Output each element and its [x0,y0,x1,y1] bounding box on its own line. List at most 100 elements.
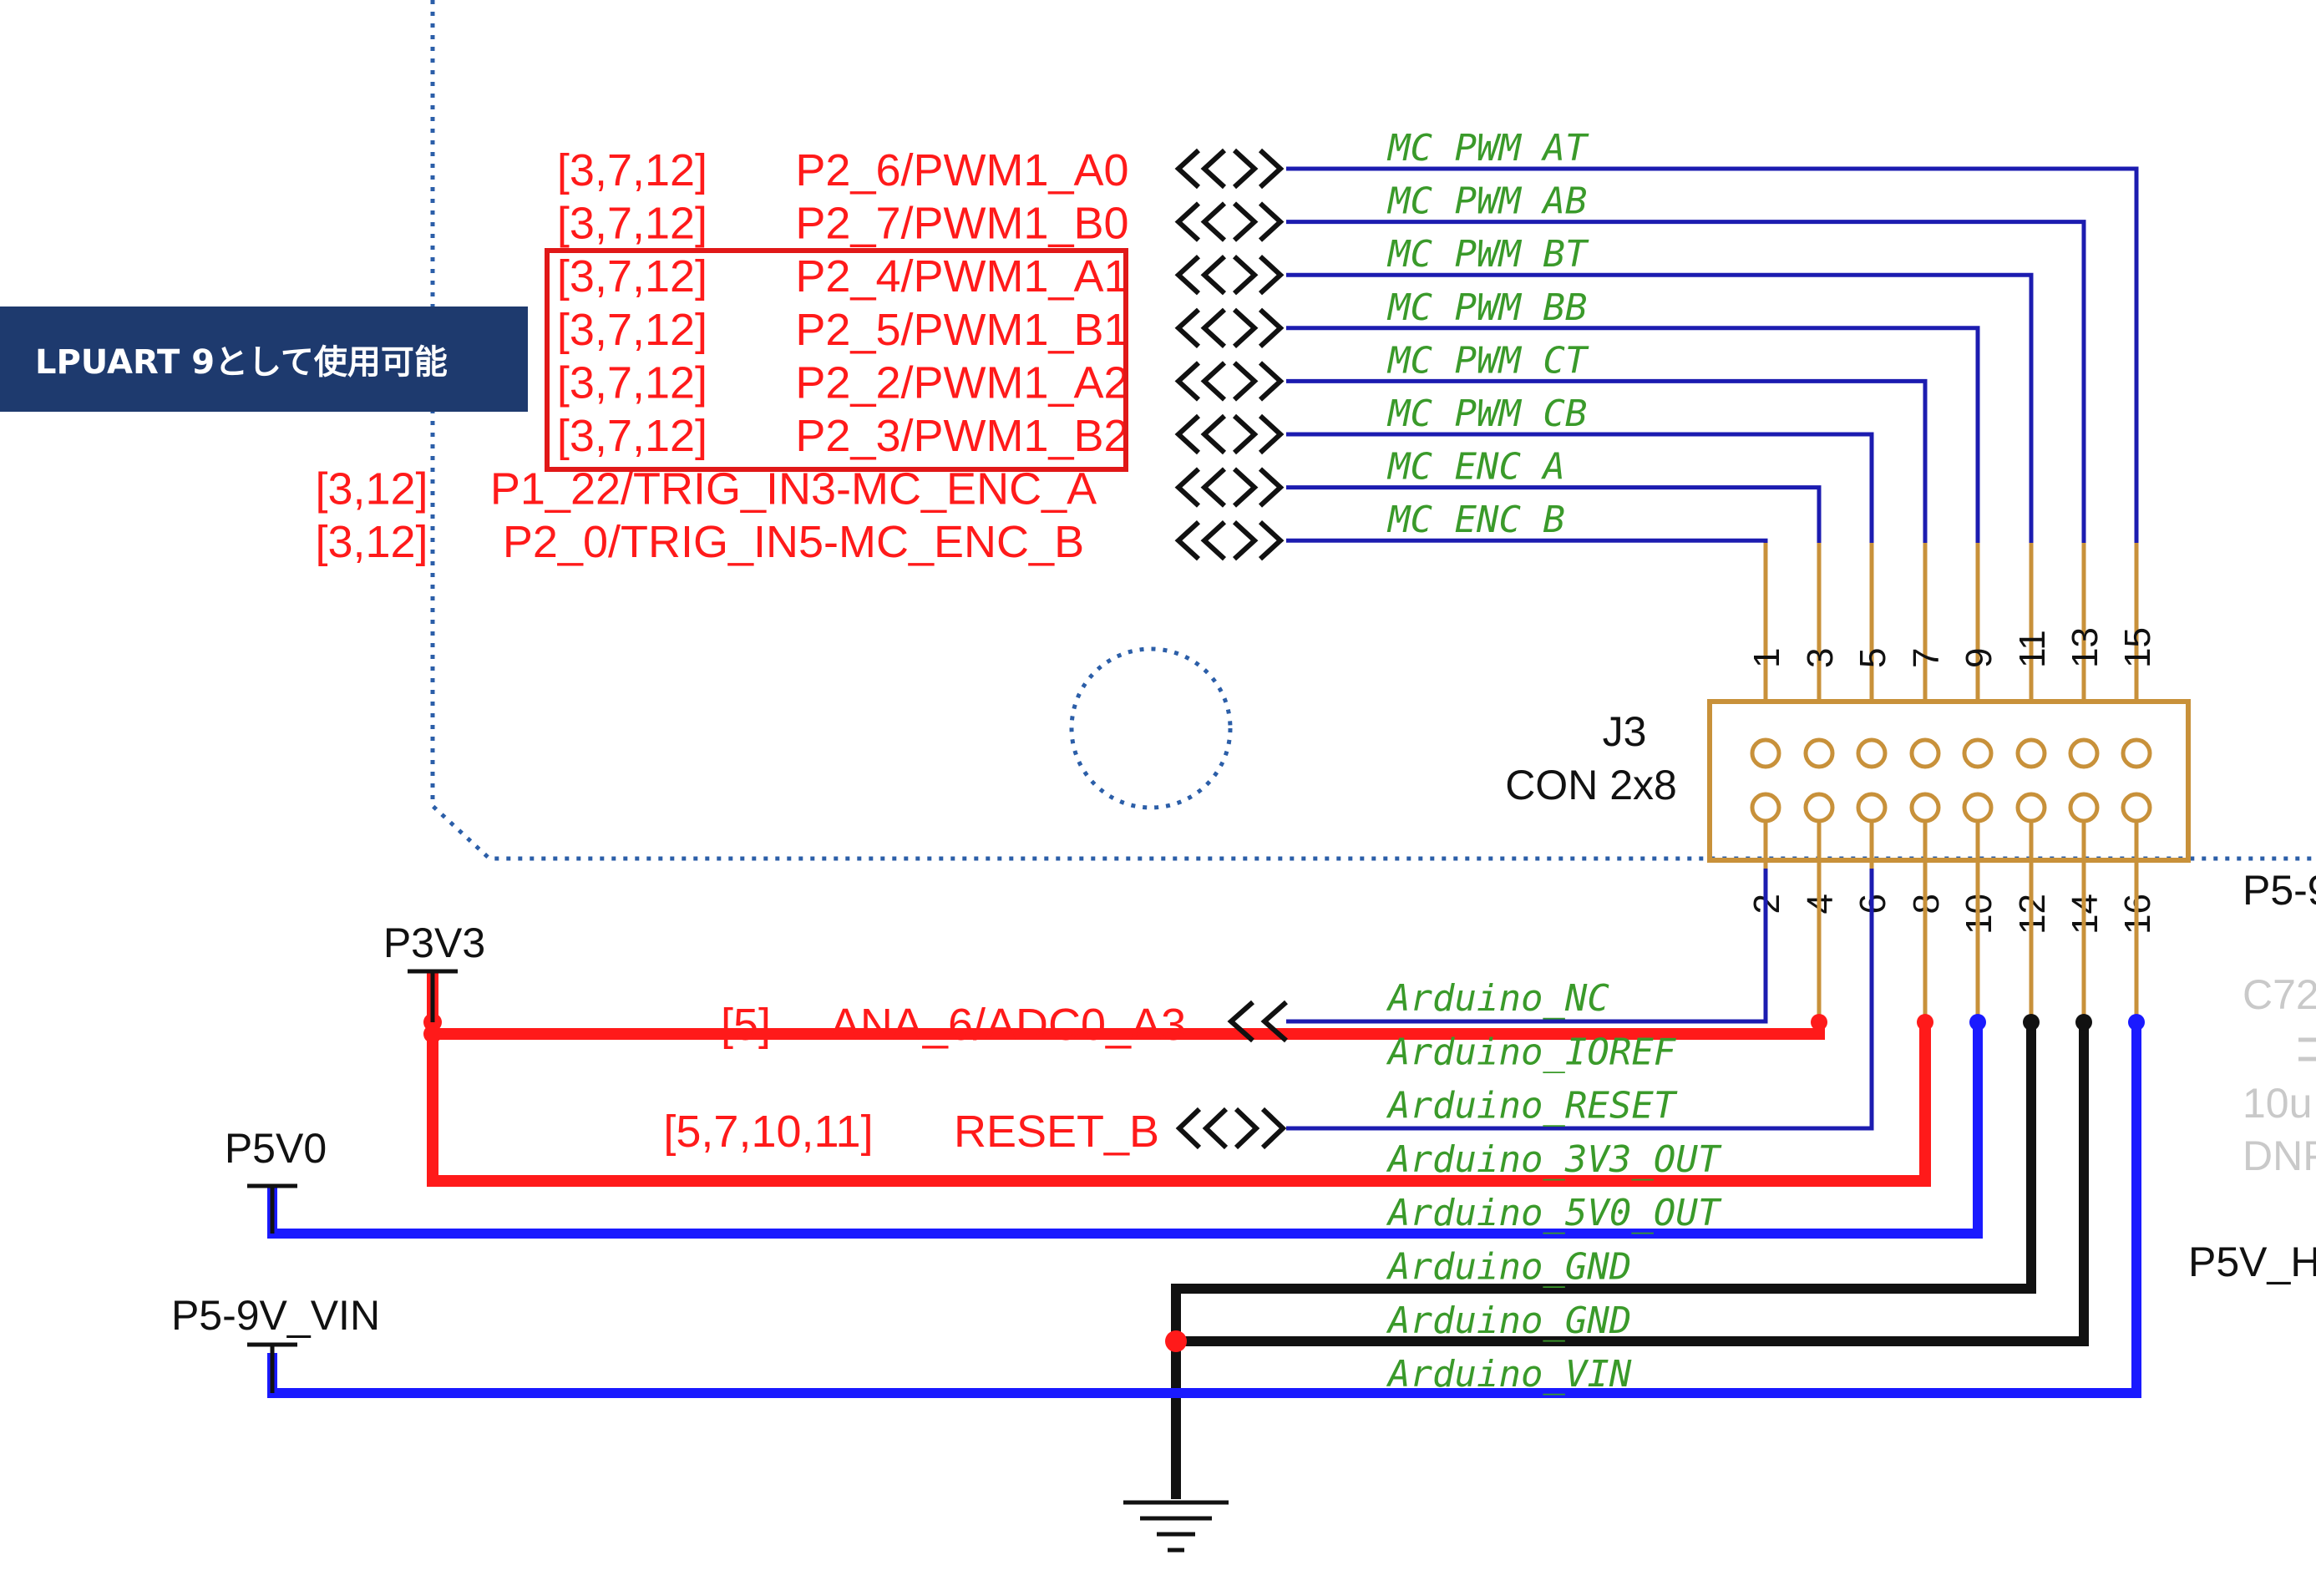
bidirectional-port-icon [1174,254,1285,296]
input-port-icon [1227,1000,1288,1043]
pin-pad [1909,792,1941,823]
power-symbol-p3v3: P3V3 [383,920,485,1022]
net-label: Arduino_GND [1386,1300,1631,1342]
pin-number-odd: 3 [1800,648,1841,668]
signal-ref: [3,7,12] [557,199,707,249]
svg-text:RESET_B: RESET_B [954,1107,1159,1157]
svg-text:P5-9: P5-9 [2243,867,2316,914]
signal-row: [3,7,12] P2_6/PWM1_A0 MC_PWM_AT [557,127,1589,195]
pin-pad [1909,737,1941,769]
net-wire [1286,485,1822,543]
bidirectional-port-icon [1174,413,1285,455]
net-label: MC_ENC_B [1386,499,1565,541]
signal-pin-name: P2_6/PWM1_A0 [795,145,1128,195]
svg-text:P3V3: P3V3 [383,920,485,966]
signal-ref: [3,7,12] [557,305,707,355]
pin-pad [1856,737,1888,769]
connector-body [1707,699,2191,863]
net-label: MC_PWM_AT [1386,127,1589,170]
svg-text:ANA_6/ADC0_A3: ANA_6/ADC0_A3 [830,1000,1186,1050]
net-wire [1286,272,2034,543]
right-edge-fragments: P5-9 C72 10u DNP P5V_H [2188,867,2316,1285]
highlight-box [545,248,1128,472]
signal-ref: [3,7,12] [557,411,707,461]
svg-text:DNP: DNP [2243,1132,2316,1179]
signal-ref: [3,12] [315,517,428,567]
signal-row: [3,12] P2_0/TRIG_IN5-MC_ENC_B MC_ENC_B [315,499,1564,567]
signal-ref: [3,7,12] [557,251,707,301]
net-wire [1286,378,1928,543]
signal-pin-name: P2_3/PWM1_B2 [795,411,1128,461]
bidirectional-port-icon [1174,519,1285,561]
pin-pad [2121,792,2152,823]
net-wire [1286,166,2139,543]
signal-ref: [3,7,12] [557,145,707,195]
ground-symbol [1123,1500,1229,1553]
pin-pad [1962,792,1994,823]
net-label: MC_ENC_A [1386,446,1565,489]
net-label: Arduino_5V0_OUT [1386,1192,1722,1234]
signal-pin-name: P2_5/PWM1_B1 [795,305,1128,355]
pin-number-odd: 11 [2012,630,2053,668]
signal-row: [3,7,12] P2_3/PWM1_B2 MC_PWM_CB [557,393,1587,461]
svg-text:[5,7,10,11]: [5,7,10,11] [663,1107,873,1157]
pin-number-odd: 9 [1959,648,1999,668]
net-label: MC_PWM_CT [1386,339,1589,382]
lpuart-callout-label: LPUART 9として使用可能 [0,307,528,412]
signal-pin-name: P2_4/PWM1_A1 [795,251,1128,301]
pin-number-odd: 5 [1852,648,1893,668]
bidirectional-port-icon [1174,307,1285,349]
pin-pad [1750,737,1781,769]
signal-row: [3,7,12] P2_2/PWM1_A2 MC_PWM_CT [557,339,1589,408]
svg-text:P5V_H: P5V_H [2188,1239,2316,1285]
net-label: MC_PWM_AB [1386,180,1587,223]
net-label: MC_PWM_CB [1386,393,1587,435]
connector-type: CON 2x8 [1505,762,1677,808]
lower-signal-reset: [5,7,10,11] RESET_B [663,1107,1287,1157]
power-symbol-p5-9v-vin: P5-9V_VIN [171,1292,380,1393]
bidirectional-port-icon [1174,201,1285,242]
svg-text:P5V0: P5V0 [225,1125,327,1172]
bidirectional-port-icon [1175,1107,1287,1150]
upper-signal-rows: [3,7,12] P2_6/PWM1_A0 MC_PWM_AT [3,7,12] P2_… [315,127,1589,567]
net-wire [1286,538,1768,543]
lower-signal-adc: [5] ANA_6/ADC0_A3 [721,1000,1288,1050]
board-outline [430,0,2316,861]
pin-number-odd: 1 [1746,648,1787,668]
pin-pad [2015,737,2047,769]
signal-pin-name: P2_0/TRIG_IN5-MC_ENC_B [503,517,1084,567]
pin-pad [2068,737,2100,769]
signal-pin-name: P2_2/PWM1_A2 [795,357,1128,408]
bidirectional-port-icon [1174,361,1285,402]
net-label: Arduino_3V3_OUT [1386,1138,1722,1181]
net-wire [1286,220,2086,543]
connector-ref: J3 [1603,708,1647,755]
upper-net-wires [1286,166,2139,702]
svg-text:P5-9V_VIN: P5-9V_VIN [171,1292,380,1339]
lower-net-labels: Arduino_NCArduino_IOREFArduino_RESETArdu… [1386,977,1722,1396]
pin-number-odd: 7 [1906,648,1947,668]
svg-text:10u: 10u [2243,1080,2312,1127]
svg-text:[5]: [5] [721,1000,771,1050]
net-label: Arduino_GND [1386,1246,1631,1289]
signal-pin-name: P1_22/TRIG_IN3-MC_ENC_A [490,464,1097,514]
net-wire [1286,326,1980,543]
net-label: MC_PWM_BT [1386,233,1589,276]
signal-ref: [3,7,12] [557,357,707,408]
pin-pad [1962,737,1994,769]
net-label: Arduino_IOREF [1386,1031,1677,1073]
mounting-hole [1069,646,1233,810]
net-label: MC_PWM_BB [1386,286,1587,329]
pin-number-odd: 13 [2065,627,2106,668]
pin-pad [1856,792,1888,823]
pin-pad [2068,792,2100,823]
net-label: Arduino_RESET [1386,1085,1678,1127]
pin-pad [1750,792,1781,823]
bidirectional-port-icon [1174,148,1285,190]
net-wire [1286,432,1874,543]
pin-pad [1803,737,1835,769]
power-symbol-p5v0: P5V0 [225,1125,327,1234]
